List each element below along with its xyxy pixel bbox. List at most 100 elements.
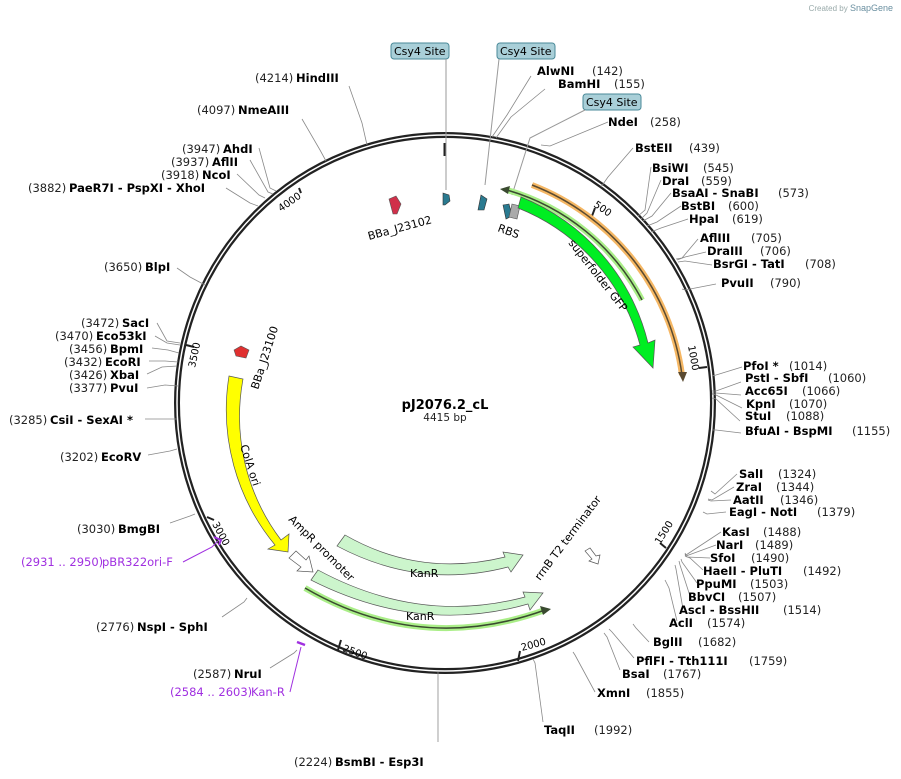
site-draiii[interactable]: DraIII(706): [707, 244, 791, 258]
site-ndei[interactable]: NdeI(258): [608, 115, 681, 129]
cola-ori-feature[interactable]: ColA ori: [225, 375, 290, 553]
primer-kan-r[interactable]: (2584 .. 2603) Kan-R: [170, 685, 285, 699]
site-bglii[interactable]: BglII(1682): [653, 635, 736, 649]
svg-text:(3650): (3650): [104, 260, 142, 274]
kanr-feature-1[interactable]: KanR: [336, 534, 524, 580]
bba-j23102-glyph[interactable]: [388, 195, 402, 215]
site-bsrgi-tati[interactable]: BsrGI - TatI(708): [713, 257, 836, 271]
csy4-site-tag-2[interactable]: Csy4 Site: [484, 42, 556, 186]
plasmid-length: 4415 bp: [423, 412, 467, 424]
credit-prefix: Created by: [808, 4, 848, 13]
site-haeii-pluti[interactable]: HaeII - PluTI(1492): [703, 564, 841, 578]
site-aflii[interactable]: (3937)AflII: [171, 155, 238, 169]
site-ppumi[interactable]: PpuMI(1503): [696, 577, 788, 591]
site-bsiwi[interactable]: BsiWI(545): [652, 161, 734, 175]
site-psti-sbfi[interactable]: PstI - SbfI(1060): [745, 371, 866, 385]
site-bmgbi[interactable]: (3030)BmgBI: [77, 522, 160, 536]
site-ecori[interactable]: (3432)EcoRI: [64, 355, 141, 369]
svg-text:HpaI: HpaI: [689, 212, 719, 226]
svg-text:(3918): (3918): [161, 168, 199, 182]
site-drai[interactable]: DraI (559): [662, 174, 732, 188]
svg-text:SfoI: SfoI: [710, 551, 735, 565]
site-sali[interactable]: SalI(1324): [739, 467, 816, 481]
orange-orf-arc[interactable]: [530, 182, 687, 382]
svg-text:BmgBI: BmgBI: [118, 522, 160, 536]
site-bfuai-bspmi[interactable]: BfuAI - BspMI(1155): [745, 424, 890, 438]
site-nspi-sphi[interactable]: (2776)NspI - SphI: [96, 620, 208, 634]
kanr-orf-arc[interactable]: [303, 585, 551, 632]
site-pvui[interactable]: (3377)PvuI: [69, 381, 138, 395]
site-blpi[interactable]: (3650)BlpI: [104, 260, 170, 274]
svg-text:(1682): (1682): [698, 635, 736, 649]
svg-text:(573): (573): [778, 186, 809, 200]
site-acc65i[interactable]: Acc65I(1066): [745, 384, 840, 398]
site-taqii[interactable]: TaqII(1992): [544, 723, 632, 737]
site-csii-sexai[interactable]: (3285)CsiI - SexAI *: [9, 413, 133, 427]
site-afliii[interactable]: AflIII(705): [700, 231, 782, 245]
svg-text:NarI: NarI: [716, 538, 743, 552]
site-bbvci[interactable]: BbvCI(1507): [688, 590, 776, 604]
rbs-glyph[interactable]: [508, 203, 521, 220]
svg-text:(559): (559): [701, 174, 732, 188]
site-bsai[interactable]: BsaI(1767): [622, 667, 701, 681]
svg-text:(3470): (3470): [55, 329, 93, 343]
svg-text:(705): (705): [751, 231, 782, 245]
csy4-site-tag-1[interactable]: Csy4 Site: [390, 42, 450, 190]
site-bpmi[interactable]: (3456)BpmI: [69, 342, 143, 356]
svg-text:(1014): (1014): [789, 359, 827, 373]
site-asci-bsshii[interactable]: AscI - BssHII(1514): [679, 603, 821, 617]
site-ncoi[interactable]: (3918)NcoI: [161, 168, 231, 182]
svg-text:NdeI: NdeI: [608, 115, 638, 129]
svg-text:(2776): (2776): [96, 620, 134, 634]
site-xmni[interactable]: XmnI(1855): [597, 686, 684, 700]
site-stui[interactable]: StuI(1088): [745, 409, 824, 423]
svg-text:BsaAI - SnaBI: BsaAI - SnaBI: [672, 186, 759, 200]
site-saci[interactable]: (3472)SacI: [81, 316, 149, 330]
primer-pbr322ori-f[interactable]: (2931 .. 2950) pBR322ori-F: [21, 555, 173, 569]
gfp-orf-arc[interactable]: [500, 186, 645, 302]
bba-j23100-label: BBa_J23100: [248, 325, 281, 391]
svg-text:AatII: AatII: [733, 493, 764, 507]
plasmid-name: pJ2076.2_cL: [402, 398, 489, 413]
svg-text:EagI - NotI: EagI - NotI: [729, 505, 797, 519]
site-bsteii[interactable]: BstEII(439): [635, 141, 720, 155]
rrnb-t2-terminator-feature[interactable]: rrnB T2 terminator: [532, 493, 604, 583]
site-nmeaiii[interactable]: (4097)NmeAIII: [197, 103, 289, 117]
site-pvuii[interactable]: PvuII(790): [721, 276, 801, 290]
site-alwni[interactable]: AlwNI(142): [537, 64, 623, 78]
svg-text:BsaI: BsaI: [622, 667, 650, 681]
csy4-site-label: Csy4 Site: [586, 96, 638, 109]
svg-text:(3432): (3432): [64, 355, 102, 369]
site-paer7i-pspxi-xhoi[interactable]: (3882)PaeR7I - PspXI - XhoI: [28, 181, 205, 195]
svg-text:BstBI: BstBI: [681, 199, 715, 213]
site-sfoi[interactable]: SfoI(1490): [710, 551, 789, 565]
site-aatii[interactable]: AatII(1346): [733, 493, 818, 507]
site-hpai[interactable]: HpaI (619): [689, 212, 763, 226]
site-pfoi[interactable]: PfoI *(1014): [743, 359, 827, 373]
site-bamhi[interactable]: BamHI(155): [558, 77, 645, 91]
site-kpni[interactable]: KpnI(1070): [746, 397, 827, 411]
site-bsmbi-esp3i[interactable]: (2224)BsmBI - Esp3I: [294, 755, 424, 769]
site-bstbi[interactable]: BstBI(600): [681, 199, 759, 213]
svg-text:(619): (619): [732, 212, 763, 226]
site-zrai[interactable]: ZraI(1344): [736, 480, 814, 494]
site-eagi-noti[interactable]: EagI - NotI(1379): [729, 505, 855, 519]
svg-text:DraI: DraI: [662, 174, 689, 188]
site-ahdi[interactable]: (3947)AhdI: [182, 142, 253, 156]
site-drui[interactable]: (2587)NruI: [193, 667, 262, 681]
site-xbai[interactable]: (3426)XbaI: [69, 368, 139, 382]
site-hindiii[interactable]: (4214)HindIII: [255, 71, 339, 85]
site-acli[interactable]: AclI(1574): [669, 616, 745, 630]
site-eco53ki[interactable]: (3470)Eco53kI: [55, 329, 147, 343]
kanr-feature-2[interactable]: KanR: [310, 569, 544, 623]
site-nari[interactable]: NarI(1489): [716, 538, 793, 552]
svg-text:EcoRV: EcoRV: [101, 450, 141, 464]
site-ecorv[interactable]: (3202)EcoRV: [60, 450, 141, 464]
site-kasi[interactable]: KasI(1488): [722, 525, 801, 539]
svg-text:BsiWI: BsiWI: [652, 161, 689, 175]
site-pflfi-tth111i[interactable]: PflFI - Tth111I(1759): [636, 654, 787, 668]
bba-j23100-glyph[interactable]: [233, 345, 250, 359]
site-bsaai-snabi[interactable]: BsaAI - SnaBI (573): [672, 186, 809, 200]
csy4-site-tag-3[interactable]: Csy4 Site: [511, 93, 642, 196]
